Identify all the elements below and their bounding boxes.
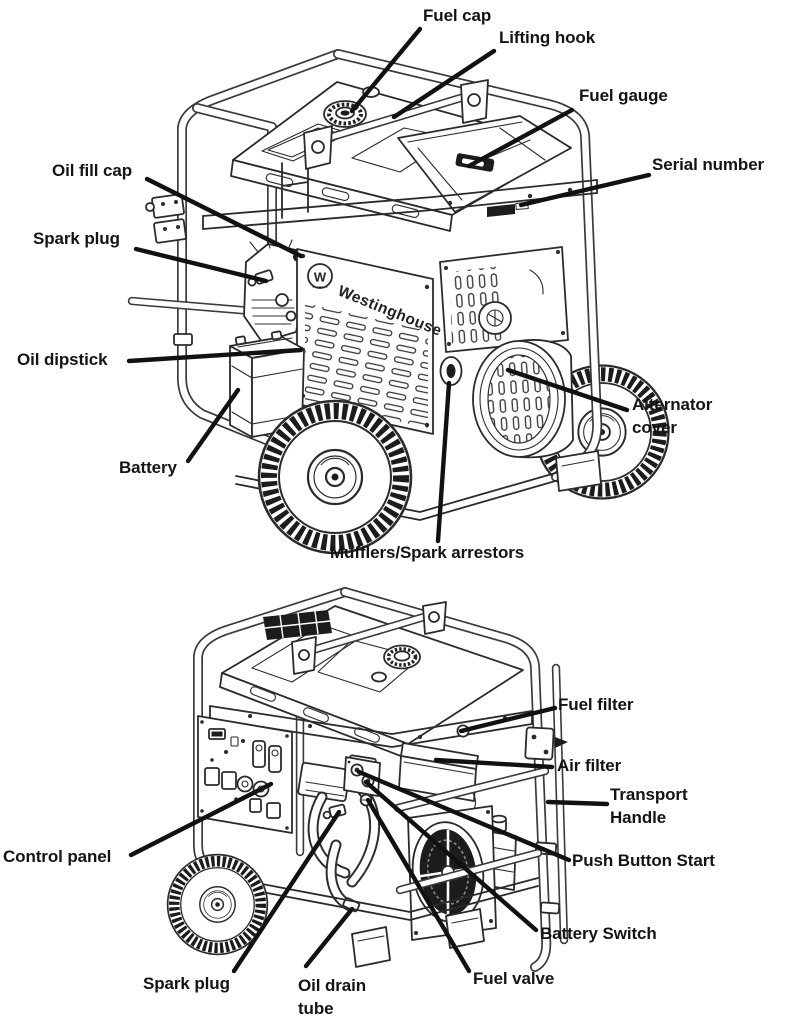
label-alternator-line2: cover (632, 418, 677, 437)
label-transport-handle: Transport Handle (610, 783, 688, 829)
label-fuel-gauge: Fuel gauge (579, 86, 668, 105)
label-fuel-cap: Fuel cap (423, 6, 492, 25)
serial-number-sticker (487, 204, 515, 217)
label-alternator-cover: Alternator cover (632, 393, 712, 439)
leader-fuel-cap (349, 26, 423, 114)
tank-vent-cap-2 (371, 671, 387, 683)
label-alternator-line1: Alternator (632, 395, 713, 414)
label-fuel-filter: Fuel filter (558, 695, 634, 714)
label-oil-fill-cap: Oil fill cap (52, 161, 133, 180)
roll-cage-frame (127, 49, 603, 482)
leader-spark-plug-top (133, 246, 269, 284)
right-post-bracket (524, 726, 568, 761)
leader-oil-fill-cap (144, 176, 304, 259)
leader-battery (185, 387, 241, 464)
leader-push-button-start (356, 769, 572, 863)
westinghouse-logo: W (307, 263, 333, 289)
label-push-button-start: Push Button Start (572, 851, 715, 870)
leader-lines (126, 26, 652, 974)
machine-bottom-illustration (168, 587, 569, 972)
front-wheel (259, 401, 411, 553)
oil-drain-tube-part (325, 839, 361, 913)
side-bracket-plates (145, 193, 187, 244)
logo-monogram: W (314, 270, 327, 285)
leader-transport-handle (545, 799, 610, 807)
machine-top-illustration: W Westinghouse (127, 49, 669, 553)
leader-air-filter (433, 757, 555, 770)
leader-battery-switch (363, 779, 539, 933)
label-serial-number: Serial number (652, 155, 765, 174)
label-oil-drain-line1: Oil drain (298, 976, 367, 995)
leader-control-panel (128, 781, 274, 858)
label-oil-drain-tube: Oil drain tube (298, 974, 366, 1020)
leader-mufflers (435, 380, 452, 544)
leader-fuel-valve (365, 797, 472, 974)
leader-fuel-gauge (466, 107, 575, 169)
label-transport-line2: Handle (610, 808, 667, 827)
lifting-hook-part-2 (291, 601, 447, 675)
leader-fuel-filter (458, 705, 558, 734)
label-battery: Battery (119, 458, 177, 477)
label-battery-switch: Battery Switch (540, 924, 657, 943)
alternator-cover-part (472, 339, 574, 459)
label-oil-drain-line2: tube (298, 999, 334, 1018)
label-oil-dipstick: Oil dipstick (17, 350, 108, 369)
label-fuel-valve: Fuel valve (473, 969, 555, 988)
label-spark-plug-bottom: Spark plug (143, 974, 230, 993)
brand-panel: W Westinghouse (296, 248, 444, 435)
leader-alternator-cover (505, 367, 630, 413)
leader-oil-drain-tube (303, 906, 355, 969)
fuel-cap-part-2 (383, 644, 421, 670)
label-control-panel: Control panel (3, 847, 112, 866)
control-panel-part (197, 715, 293, 834)
leader-serial-number (518, 172, 652, 208)
label-lifting-hook: Lifting hook (499, 28, 596, 47)
muffler-spark-arrestor-part (439, 356, 463, 386)
leader-lifting-hook (391, 48, 497, 120)
label-spark-plug-top: Spark plug (33, 229, 120, 248)
label-air-filter: Air filter (557, 756, 622, 775)
label-mufflers: Mufflers/Spark arrestors (330, 543, 525, 562)
leader-spark-plug-bottom (231, 809, 342, 974)
leader-oil-dipstick (126, 347, 304, 364)
label-transport-line1: Transport (610, 785, 688, 804)
rear-panel (439, 246, 569, 386)
